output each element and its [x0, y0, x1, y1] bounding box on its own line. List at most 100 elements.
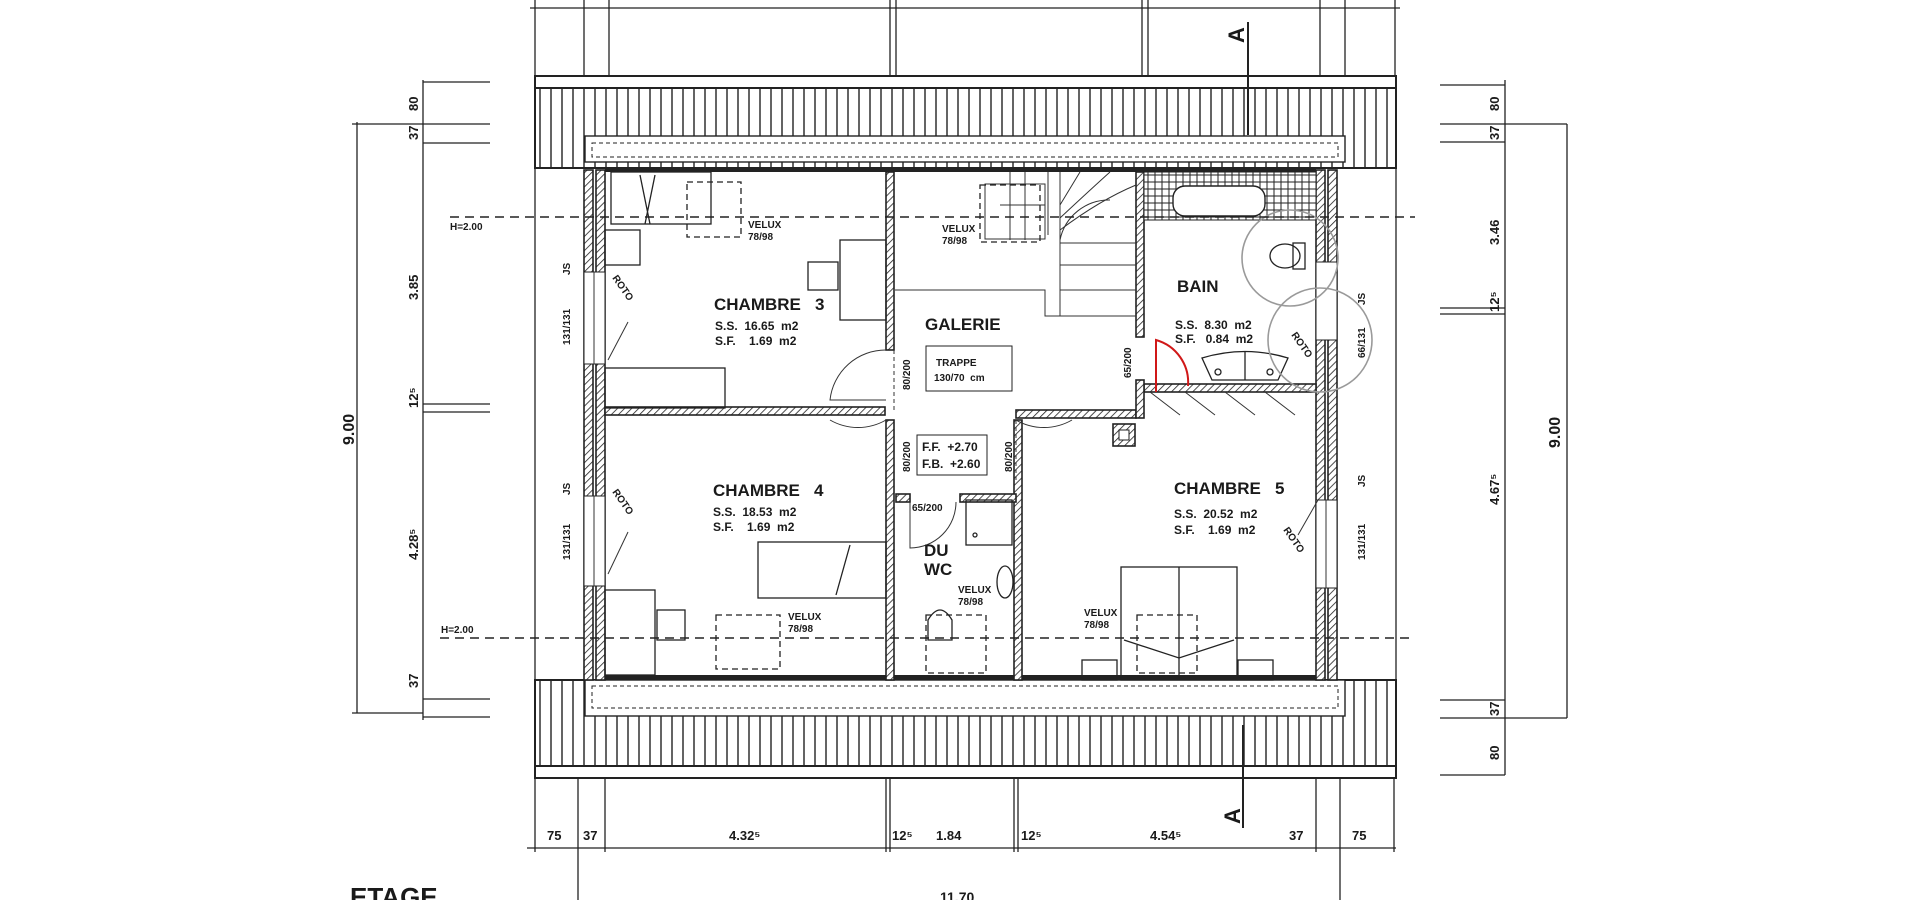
height-label-top: H=2.00: [450, 222, 483, 233]
dim-bottom-5: 12⁵: [1021, 828, 1042, 843]
svg-text:VELUX: VELUX: [1084, 608, 1118, 619]
dim-bottom-7: 37: [1289, 828, 1303, 843]
markup-circles: [1241, 209, 1373, 393]
door-labels: 80/200 80/200 80/200 65/200 65/200: [902, 347, 1134, 514]
section-marker-bottom: A: [1220, 808, 1245, 824]
svg-text:S.S. 16.65 m2: S.S. 16.65 m2: [715, 319, 799, 333]
dim-left-3: 12⁵: [406, 387, 421, 408]
dim-bottom-total: 11.70: [940, 889, 974, 900]
height-label-bottom: H=2.00: [441, 625, 474, 636]
furniture: [604, 171, 1274, 681]
plan-title: ETAGE: [350, 882, 438, 900]
dimension-bottom: [527, 778, 1396, 900]
dim-left-total: 9.00: [341, 414, 358, 445]
dim-right-4: 4.67⁵: [1487, 474, 1502, 505]
svg-text:JS: JS: [1357, 292, 1368, 305]
svg-text:80/200: 80/200: [902, 441, 913, 472]
velux-windows: [686, 181, 1198, 674]
top-extension-lines: [530, 0, 1400, 76]
room-galerie: GALERIE TRAPPE 130/70 cm F.F. +2.70 F.B.…: [916, 315, 1013, 476]
doors: [829, 349, 1073, 549]
svg-text:CHAMBRE 4: CHAMBRE 4: [713, 481, 824, 500]
svg-text:80/200: 80/200: [1004, 441, 1015, 472]
room-bain: BAIN S.S. 8.30 m2 S.F. 0.84 m2: [1175, 277, 1253, 346]
svg-text:DU: DU: [924, 541, 949, 560]
dim-bottom-1: 37: [583, 828, 597, 843]
toilet-bain: [1269, 242, 1306, 270]
svg-text:CHAMBRE 3: CHAMBRE 3: [714, 295, 825, 314]
dim-bottom-6: 4.54⁵: [1150, 828, 1181, 843]
trappe-size: 130/70 cm: [934, 373, 985, 384]
walls: [583, 168, 1338, 681]
dim-bottom-8: 75: [1352, 828, 1366, 843]
dim-left-2: 3.85: [406, 275, 421, 300]
svg-text:ROTO: ROTO: [610, 487, 636, 517]
svg-text:VELUX: VELUX: [958, 585, 992, 596]
double-sink: [1201, 350, 1289, 381]
svg-text:78/98: 78/98: [1084, 620, 1109, 631]
svg-text:131/131: 131/131: [562, 308, 573, 345]
dim-bottom-3: 12⁵: [892, 828, 913, 843]
svg-text:JS: JS: [562, 262, 573, 275]
svg-text:BAIN: BAIN: [1177, 277, 1219, 296]
svg-text:S.S. 18.53 m2: S.S. 18.53 m2: [713, 505, 797, 519]
dim-bottom-0: 75: [547, 828, 561, 843]
dim-left-5: 37: [406, 674, 421, 688]
svg-text:CHAMBRE 5: CHAMBRE 5: [1174, 479, 1285, 498]
svg-text:78/98: 78/98: [748, 232, 773, 243]
svg-text:S.F. 1.69 m2: S.F. 1.69 m2: [1174, 523, 1256, 537]
svg-text:S.S. 8.30 m2: S.S. 8.30 m2: [1175, 318, 1252, 332]
svg-text:131/131: 131/131: [562, 523, 573, 560]
dim-right-3: 12⁵: [1487, 291, 1502, 312]
dim-right-5: 37: [1487, 702, 1502, 716]
fb-level: F.B. +2.60: [922, 457, 981, 471]
svg-text:78/98: 78/98: [942, 236, 967, 247]
svg-text:S.S. 20.52 m2: S.S. 20.52 m2: [1174, 507, 1258, 521]
svg-text:78/98: 78/98: [788, 624, 813, 635]
svg-text:S.F. 0.84 m2: S.F. 0.84 m2: [1175, 332, 1253, 346]
svg-text:ROTO: ROTO: [1281, 525, 1307, 555]
staircase: [895, 171, 1137, 317]
section-markers: [1242, 22, 1249, 828]
svg-text:VELUX: VELUX: [748, 220, 782, 231]
dimension-left: [352, 80, 490, 720]
svg-text:65/200: 65/200: [912, 503, 943, 514]
bathtub: [1143, 171, 1317, 221]
svg-text:78/98: 78/98: [958, 597, 983, 608]
svg-text:VELUX: VELUX: [788, 612, 822, 623]
room-chambre-4: CHAMBRE 4 S.S. 18.53 m2 S.F. 1.69 m2: [713, 481, 824, 534]
storage-below-bain: [1149, 391, 1296, 416]
svg-text:WC: WC: [924, 560, 952, 579]
section-marker-top: A: [1224, 27, 1249, 43]
svg-text:S.F. 1.69 m2: S.F. 1.69 m2: [713, 520, 795, 534]
svg-text:JS: JS: [1357, 474, 1368, 487]
dim-left-1: 37: [406, 126, 421, 140]
svg-text:80/200: 80/200: [902, 359, 913, 390]
dim-left-0: 80: [406, 97, 421, 111]
side-windows: [583, 261, 1338, 589]
dim-right-6: 80: [1487, 746, 1502, 760]
svg-text:131/131: 131/131: [1357, 523, 1368, 560]
dimension-right: [1440, 80, 1568, 776]
dim-bottom-2: 4.32⁵: [729, 828, 760, 843]
dim-bottom-4: 1.84: [936, 828, 962, 843]
dim-right-0: 80: [1487, 97, 1502, 111]
dim-right-2: 3.46: [1487, 220, 1502, 245]
ff-level: F.F. +2.70: [922, 440, 978, 454]
svg-text:JS: JS: [562, 482, 573, 495]
room-chambre-5: CHAMBRE 5 S.S. 20.52 m2 S.F. 1.69 m2: [1174, 479, 1285, 537]
dim-left-4: 4.28⁵: [406, 529, 421, 560]
roof-top: [534, 75, 1397, 169]
bain-door-highlight: [1155, 338, 1190, 392]
svg-text:GALERIE: GALERIE: [925, 315, 1001, 334]
svg-text:VELUX: VELUX: [942, 224, 976, 235]
room-chambre-3: CHAMBRE 3 S.S. 16.65 m2 S.F. 1.69 m2: [714, 295, 825, 348]
svg-text:65/200: 65/200: [1123, 347, 1134, 378]
dim-right-1: 37: [1487, 126, 1502, 140]
svg-text:ROTO: ROTO: [610, 273, 636, 303]
trappe-label: TRAPPE: [936, 358, 977, 369]
roof-bottom: [534, 679, 1397, 779]
height-lines: [440, 216, 1415, 639]
